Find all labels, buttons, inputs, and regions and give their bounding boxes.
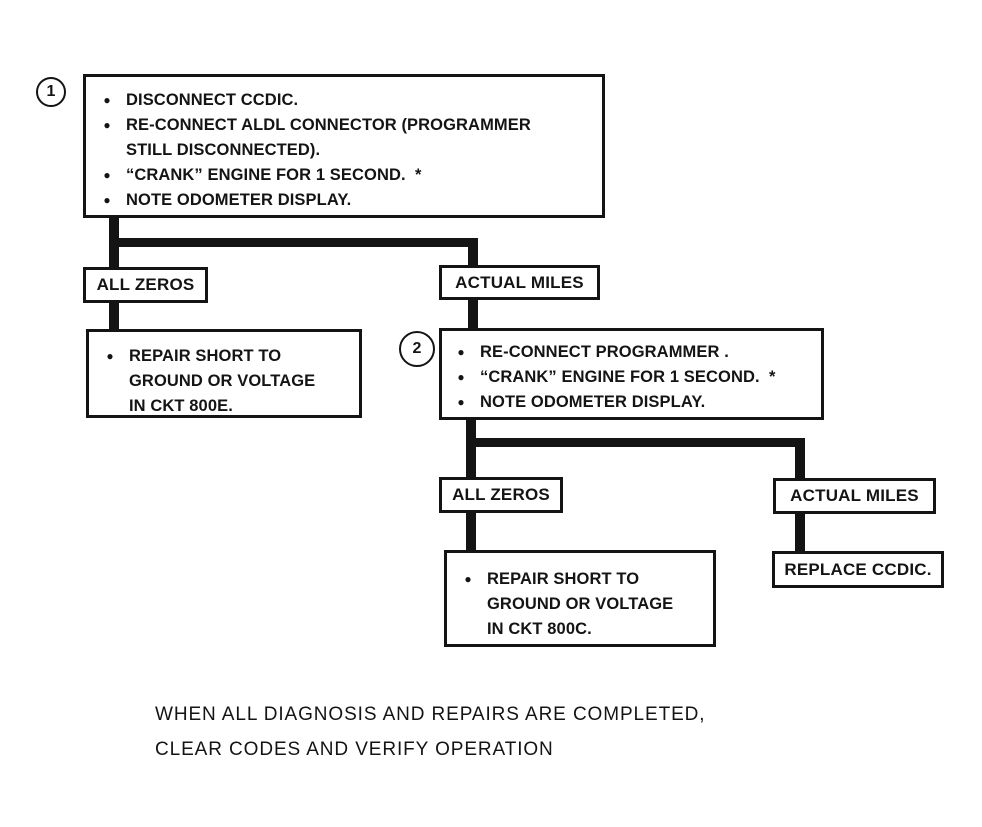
connector-branch1-left-leg xyxy=(109,238,119,270)
repair-800e-item: ● REPAIR SHORT TO GROUND OR VOLTAGE IN C… xyxy=(104,344,353,419)
step2-box: ● RE-CONNECT PROGRAMMER . ● “CRANK” ENGI… xyxy=(439,328,824,420)
bullet-icon: ● xyxy=(464,572,472,586)
replace-ccdic-label: REPLACE CCDIC. xyxy=(784,559,932,579)
bullet-icon: ● xyxy=(103,193,111,207)
step1-item: ● “CRANK” ENGINE FOR 1 SECOND. * xyxy=(101,163,596,188)
step1-item-text: DISCONNECT CCDIC. xyxy=(126,91,299,109)
connector-branch1-right-leg xyxy=(468,238,478,268)
footer-note: WHEN ALL DIAGNOSIS AND REPAIRS ARE COMPL… xyxy=(155,697,705,767)
branch1-all-zeros-box: ALL ZEROS xyxy=(83,267,208,303)
step1-item-text: RE-CONNECT ALDL CONNECTOR (PROGRAMMER ST… xyxy=(126,116,531,159)
footer-line1: WHEN ALL DIAGNOSIS AND REPAIRS ARE COMPL… xyxy=(155,704,706,725)
step2-item: ● “CRANK” ENGINE FOR 1 SECOND. * xyxy=(455,365,815,390)
bullet-icon: ● xyxy=(457,345,465,359)
footer-line2: CLEAR CODES AND VERIFY OPERATION xyxy=(155,739,554,760)
connector-branch2-bar xyxy=(466,438,805,447)
branch2-all-zeros-label: ALL ZEROS xyxy=(452,485,550,504)
step1-item: ● RE-CONNECT ALDL CONNECTOR (PROGRAMMER … xyxy=(101,113,596,163)
replace-ccdic-box: REPLACE CCDIC. xyxy=(772,551,944,588)
branch1-actual-miles-label: ACTUAL MILES xyxy=(455,272,584,292)
bullet-icon: ● xyxy=(457,395,465,409)
branch1-actual-miles-box: ACTUAL MILES xyxy=(439,265,600,300)
step1-item-text: NOTE ODOMETER DISPLAY. xyxy=(126,191,352,209)
repair-800c-item: ● REPAIR SHORT TO GROUND OR VOLTAGE IN C… xyxy=(462,567,707,642)
bullet-icon: ● xyxy=(103,168,111,182)
step1-item: ● DISCONNECT CCDIC. xyxy=(101,88,596,113)
connector-branch2-right-leg xyxy=(795,438,805,480)
connector-step1-stub xyxy=(109,216,119,247)
step2-item-text: NOTE ODOMETER DISPLAY. xyxy=(480,393,706,411)
branch2-all-zeros-box: ALL ZEROS xyxy=(439,477,563,513)
bullet-icon: ● xyxy=(103,118,111,132)
branch1-all-zeros-label: ALL ZEROS xyxy=(96,275,195,294)
bullet-icon: ● xyxy=(103,93,111,107)
connector-branch2-left-leg xyxy=(466,438,476,479)
step2-number: 2 xyxy=(412,340,422,357)
step2-item-text: “CRANK” ENGINE FOR 1 SECOND. * xyxy=(480,368,776,386)
step2-item-text: RE-CONNECT PROGRAMMER . xyxy=(480,343,729,361)
step2-item: ● RE-CONNECT PROGRAMMER . xyxy=(455,340,815,365)
step2-number-badge: 2 xyxy=(399,331,435,367)
connector-allzeros2-repair xyxy=(466,510,476,552)
branch2-actual-miles-box: ACTUAL MILES xyxy=(773,478,936,514)
step1-box: ● DISCONNECT CCDIC. ● RE-CONNECT ALDL CO… xyxy=(83,74,605,218)
repair-800c-text: REPAIR SHORT TO GROUND OR VOLTAGE IN CKT… xyxy=(487,570,674,638)
bullet-icon: ● xyxy=(457,370,465,384)
step1-item-text: “CRANK” ENGINE FOR 1 SECOND. * xyxy=(126,166,422,184)
step1-item: ● NOTE ODOMETER DISPLAY. xyxy=(101,188,596,213)
connector-branch1-bar xyxy=(109,238,478,247)
repair-800e-box: ● REPAIR SHORT TO GROUND OR VOLTAGE IN C… xyxy=(86,329,362,418)
repair-800e-text: REPAIR SHORT TO GROUND OR VOLTAGE IN CKT… xyxy=(129,347,316,415)
connector-step2-stub xyxy=(466,418,476,447)
repair-800c-box: ● REPAIR SHORT TO GROUND OR VOLTAGE IN C… xyxy=(444,550,716,647)
step1-number: 1 xyxy=(46,83,56,100)
step1-number-badge: 1 xyxy=(36,77,66,107)
branch2-actual-miles-label: ACTUAL MILES xyxy=(790,486,919,505)
connector-actualmiles2-replace xyxy=(795,511,805,553)
bullet-icon: ● xyxy=(106,349,114,363)
connector-actualmiles1-step2 xyxy=(468,297,478,330)
step2-item: ● NOTE ODOMETER DISPLAY. xyxy=(455,390,815,415)
connector-allzeros1-repair xyxy=(109,300,119,331)
